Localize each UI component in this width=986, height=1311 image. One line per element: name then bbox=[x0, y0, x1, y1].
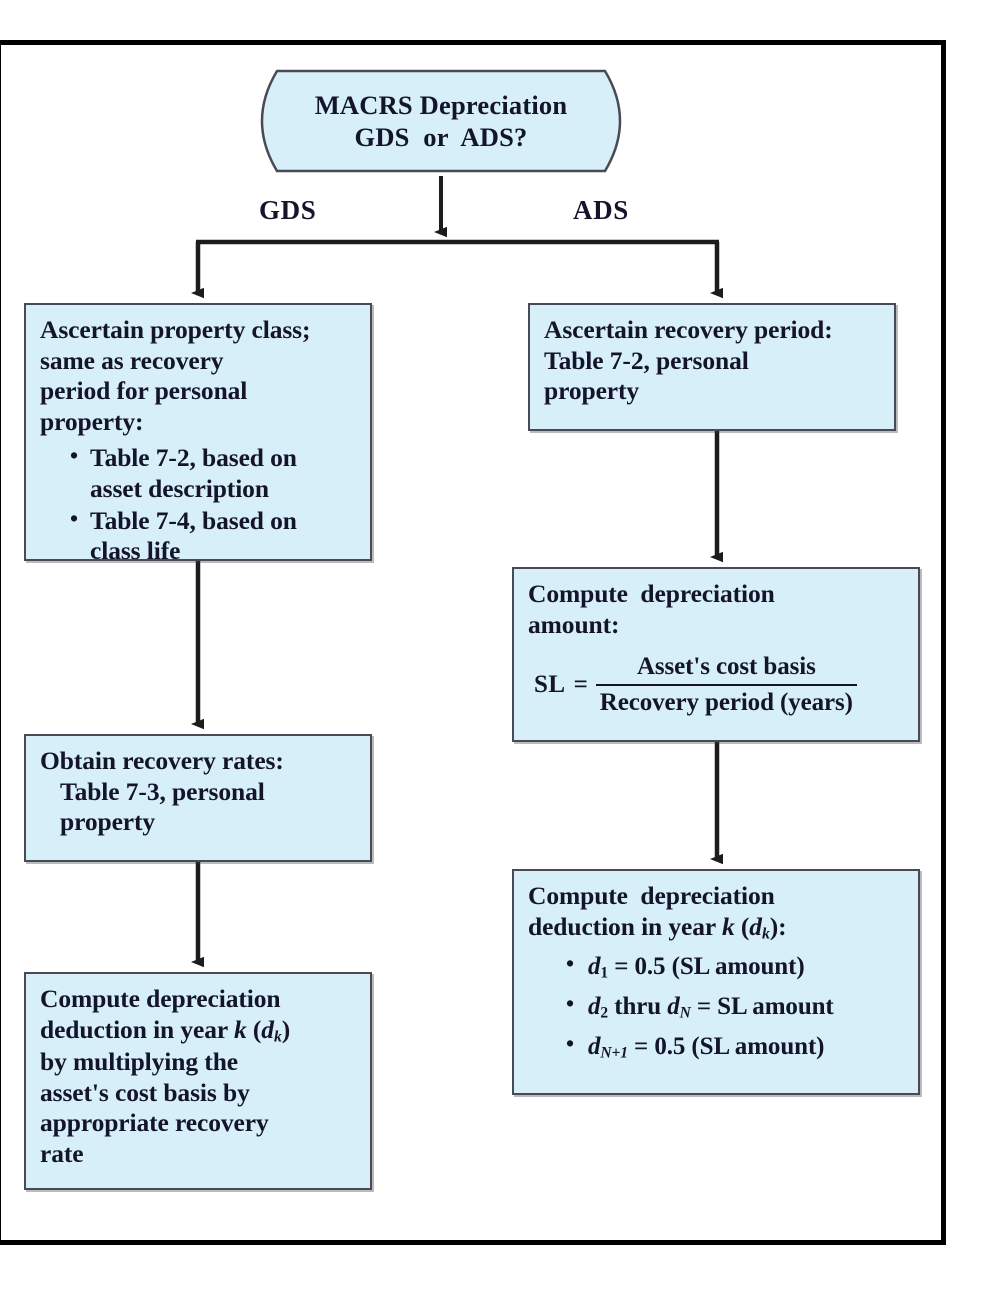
gds-deduction-line-2: deduction in year k (dk) bbox=[40, 1015, 358, 1047]
decision-line-1: MACRS Depreciation bbox=[314, 89, 568, 120]
gds-deduction-line-3: by multiplying the bbox=[40, 1047, 238, 1077]
list-item: d1 = 0.5 (SL amount) bbox=[566, 950, 906, 983]
property-class-bullet-list: Table 7-2, based on asset description Ta… bbox=[40, 442, 358, 567]
node-ascertain-recovery-period[interactable]: Ascertain recovery period: Table 7-2, pe… bbox=[528, 303, 896, 431]
decision-line-2: GDS or ADS? bbox=[354, 122, 528, 152]
node-ads-compute-deduction[interactable]: Compute depreciation deduction in year k… bbox=[512, 869, 920, 1095]
property-class-line-4: property: bbox=[40, 406, 144, 436]
ads-deduction-bullet-list: d1 = 0.5 (SL amount) d2 thru dN = SL amo… bbox=[528, 950, 906, 1063]
sl-formula: SL = Asset's cost basis Recovery period … bbox=[528, 652, 906, 718]
decision-node-shape bbox=[260, 69, 622, 173]
gds-deduction-line-6: rate bbox=[40, 1138, 84, 1168]
ads-bullet-3-var: d bbox=[588, 1033, 601, 1061]
ads-deduction-line-1: Compute depreciation bbox=[528, 881, 775, 910]
sl-formula-numerator: Asset's cost basis bbox=[636, 653, 816, 681]
recovery-period-line-2: Table 7-2, personal bbox=[544, 345, 749, 375]
gds-deduction-line-5: appropriate recovery bbox=[40, 1108, 269, 1138]
branch-label-gds: GDS bbox=[259, 195, 317, 225]
property-class-line-1: Ascertain property class; bbox=[40, 315, 311, 344]
ads-bullet-1-rest: = 0.5 (SL amount) bbox=[608, 953, 805, 981]
ads-bullet-2-sub: 2 bbox=[600, 1004, 609, 1022]
sl-formula-fraction: Asset's cost basis Recovery period (year… bbox=[595, 652, 857, 718]
ads-bullet-2-var2: d bbox=[667, 993, 680, 1021]
sl-formula-denominator: Recovery period (years) bbox=[595, 684, 857, 718]
gds-deduction-var-k: k bbox=[233, 1014, 247, 1044]
list-item: dN+1 = 0.5 (SL amount) bbox=[566, 1030, 906, 1063]
ads-bullet-1-var: d bbox=[588, 953, 601, 981]
ads-bullet-3-sub: N+1 bbox=[600, 1044, 628, 1062]
sl-formula-equals: = bbox=[573, 671, 588, 699]
decision-node-text: MACRS Depreciation GDS or ADS? bbox=[243, 68, 639, 174]
gds-deduction-line-2-b: ( bbox=[246, 1014, 262, 1044]
gds-deduction-line-4: asset's cost basis by bbox=[40, 1077, 250, 1107]
gds-deduction-var-d: d bbox=[261, 1014, 274, 1044]
gds-deduction-line-2-a: deduction in year bbox=[40, 1014, 234, 1044]
ads-deduction-line-2-a: deduction in year bbox=[528, 911, 722, 941]
node-obtain-recovery-rates[interactable]: Obtain recovery rates: Table 7-3, person… bbox=[24, 734, 372, 862]
property-class-line-2: same as recovery bbox=[40, 345, 224, 375]
ads-bullet-2-var: d bbox=[588, 993, 601, 1021]
recovery-period-line-3: property bbox=[544, 376, 640, 406]
list-item: Table 7-2, based on asset description bbox=[70, 442, 358, 504]
ads-bullet-2-sub2: N bbox=[679, 1004, 691, 1022]
recovery-period-line-1: Ascertain recovery period: bbox=[544, 315, 833, 344]
bullet-2-line-1: Table 7-4, based on bbox=[90, 505, 297, 535]
ads-bullet-1-sub: 1 bbox=[600, 964, 609, 982]
branch-label-ads: ADS bbox=[573, 195, 629, 225]
gds-deduction-sub-k: k bbox=[273, 1028, 282, 1046]
ads-deduction-var-k: k bbox=[721, 911, 735, 941]
node-gds-compute-deduction[interactable]: Compute depreciation deduction in year k… bbox=[24, 972, 372, 1190]
ads-deduction-line-2: deduction in year k (dk): bbox=[528, 912, 906, 944]
decision-node[interactable]: MACRS Depreciation GDS or ADS? bbox=[243, 68, 639, 174]
node-compute-sl-amount[interactable]: Compute depreciation amount: SL = Asset'… bbox=[512, 567, 920, 742]
list-item: d2 thru dN = SL amount bbox=[566, 990, 906, 1023]
gds-deduction-line-1: Compute depreciation bbox=[40, 984, 281, 1013]
ads-deduction-sub-k: k bbox=[761, 925, 770, 943]
ads-bullet-2-rest: = SL amount bbox=[690, 993, 834, 1021]
recovery-rates-line-1: Obtain recovery rates: bbox=[40, 746, 284, 775]
ads-bullet-2-mid: thru bbox=[608, 993, 668, 1021]
list-item: Table 7-4, based on class life bbox=[70, 505, 358, 567]
bullet-1-line-2: asset description bbox=[90, 473, 269, 503]
gds-deduction-line-2-c: ) bbox=[281, 1014, 291, 1044]
ads-bullet-3-rest: = 0.5 (SL amount) bbox=[627, 1033, 825, 1061]
node-ascertain-property-class[interactable]: Ascertain property class; same as recove… bbox=[24, 303, 372, 565]
sl-formula-lhs: SL bbox=[534, 671, 566, 699]
sl-amount-line-2: amount: bbox=[528, 609, 620, 639]
recovery-rates-line-2: Table 7-3, personal bbox=[60, 776, 265, 806]
property-class-line-3: period for personal bbox=[40, 376, 248, 406]
ads-deduction-var-d: d bbox=[749, 911, 762, 941]
ads-deduction-line-2-b: ( bbox=[734, 911, 750, 941]
ads-deduction-line-2-c: ): bbox=[769, 911, 787, 941]
sl-amount-line-1: Compute depreciation bbox=[528, 579, 775, 608]
bullet-1-line-1: Table 7-2, based on bbox=[90, 443, 297, 473]
bullet-2-line-2: class life bbox=[90, 536, 181, 566]
recovery-rates-line-3: property bbox=[60, 807, 156, 837]
